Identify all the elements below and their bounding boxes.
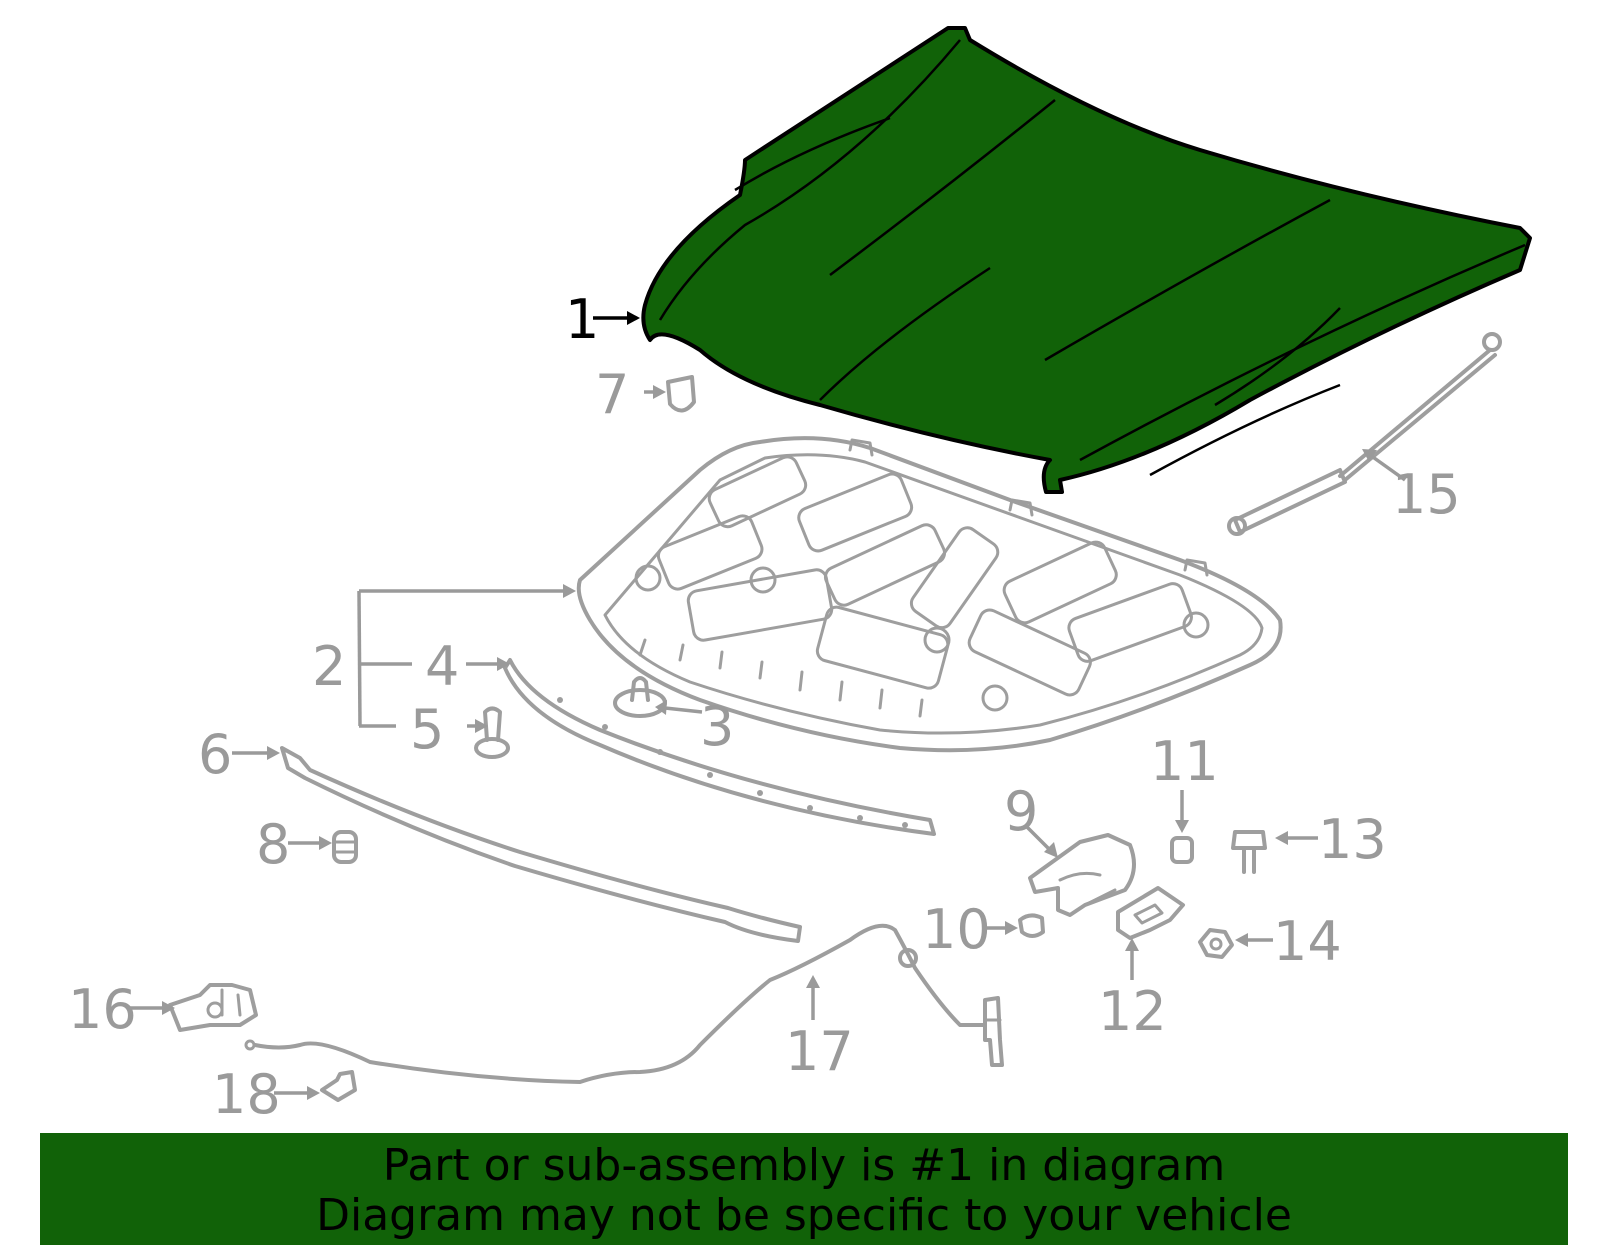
callout-15[interactable]: 15 xyxy=(1392,463,1461,526)
bracket-part-12[interactable] xyxy=(1116,886,1185,940)
clip-part-18[interactable] xyxy=(320,1070,357,1102)
cable-part-17[interactable] xyxy=(244,923,1004,1084)
callout-labels: 1 2 3 4 5 6 7 8 9 10 11 12 13 14 15 16 1… xyxy=(68,288,1461,1126)
callout-14[interactable]: 14 xyxy=(1273,910,1342,973)
callout-13[interactable]: 13 xyxy=(1318,808,1387,871)
callout-2[interactable]: 2 xyxy=(312,635,346,698)
banner-line-1: Part or sub-assembly is #1 in diagram xyxy=(382,1140,1226,1191)
callout-12[interactable]: 12 xyxy=(1098,980,1167,1043)
grommet-part-10[interactable] xyxy=(1018,913,1045,938)
info-banner: Part or sub-assembly is #1 in diagram Di… xyxy=(40,1133,1568,1245)
pushpin-part-5[interactable] xyxy=(474,706,510,759)
clip-part-3[interactable] xyxy=(613,676,667,718)
weatherstrip-part-6[interactable] xyxy=(280,746,802,943)
callout-7[interactable]: 7 xyxy=(595,363,629,426)
callout-18[interactable]: 18 xyxy=(212,1063,281,1126)
callout-6[interactable]: 6 xyxy=(198,723,232,786)
bumper-part-8[interactable] xyxy=(332,830,358,864)
callout-17[interactable]: 17 xyxy=(785,1020,854,1083)
callout-5[interactable]: 5 xyxy=(410,698,444,761)
nut-part-14[interactable] xyxy=(1198,928,1234,959)
callout-9[interactable]: 9 xyxy=(1004,780,1038,843)
callout-1[interactable]: 1 xyxy=(565,288,599,351)
callout-4[interactable]: 4 xyxy=(425,635,459,698)
insulator-part-2[interactable] xyxy=(576,436,1283,753)
callout-8[interactable]: 8 xyxy=(256,813,290,876)
leader-lines xyxy=(127,311,1407,1100)
callout-3[interactable]: 3 xyxy=(700,695,734,758)
bracket-part-9[interactable] xyxy=(1028,833,1136,917)
callout-10[interactable]: 10 xyxy=(922,898,991,961)
bumper-part-11[interactable] xyxy=(1170,836,1194,864)
callout-16[interactable]: 16 xyxy=(68,978,137,1041)
hood-part-1[interactable] xyxy=(641,26,1532,494)
latch-part-16[interactable] xyxy=(168,983,258,1032)
banner-line-2: Diagram may not be specific to your vehi… xyxy=(316,1190,1292,1241)
callout-11[interactable]: 11 xyxy=(1150,730,1219,793)
seal-part-4[interactable] xyxy=(503,658,936,836)
bolt-part-13[interactable] xyxy=(1231,830,1267,874)
bumper-part-7[interactable] xyxy=(666,375,696,413)
